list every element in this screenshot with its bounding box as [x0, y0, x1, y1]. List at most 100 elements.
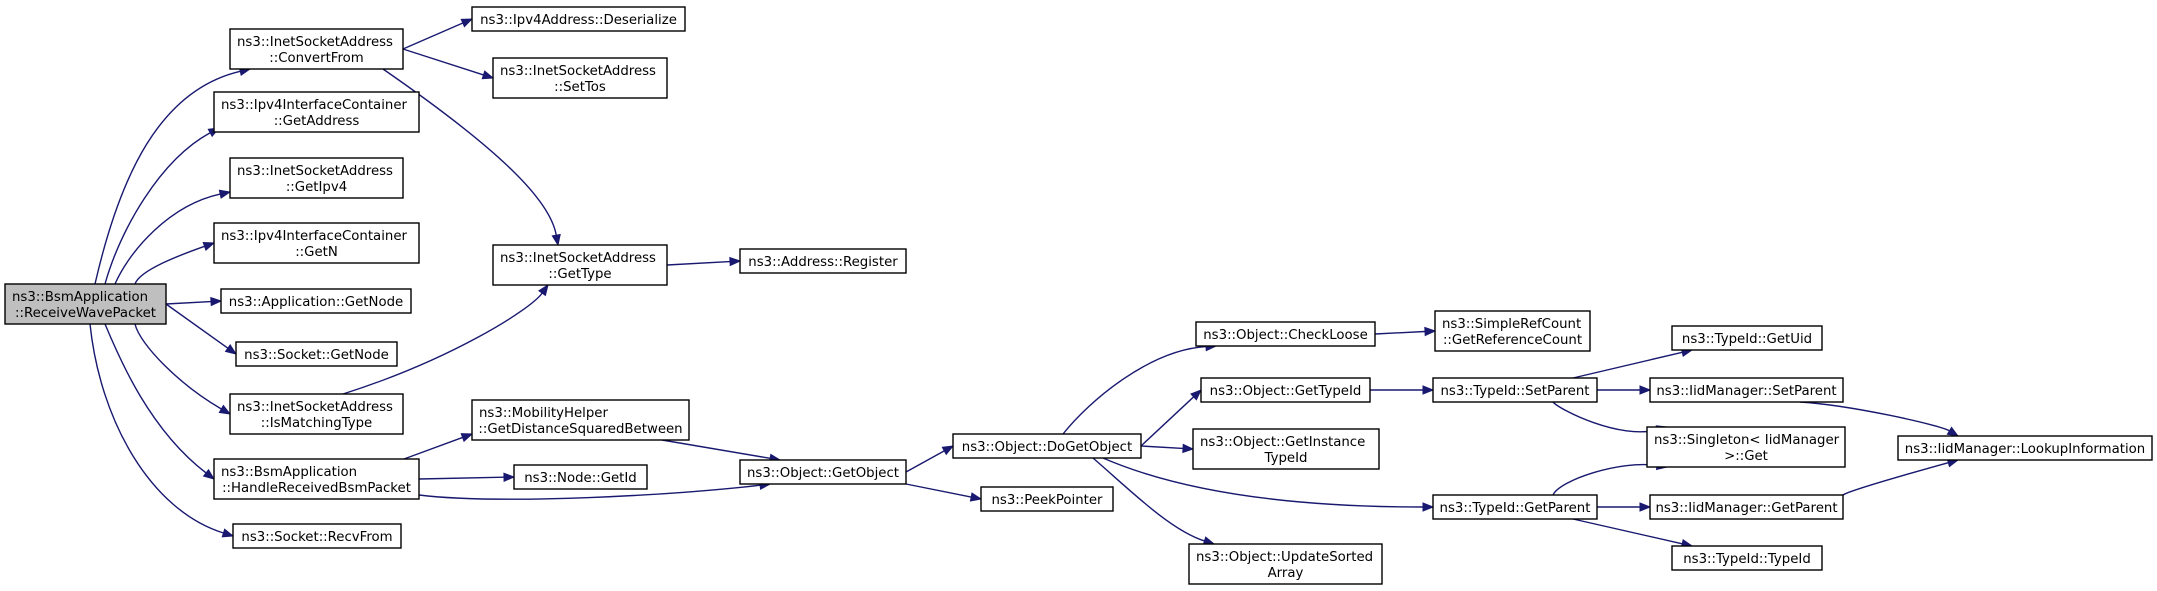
node-label: ns3::TypeId::TypeId: [1683, 552, 1811, 567]
edge-line: [89, 323, 224, 534]
edge-line: [1140, 396, 1195, 447]
node-box: [1671, 325, 1823, 351]
edge-iid_setparent-to-lookupinfo: [1799, 401, 1960, 437]
node-ipv4cont-getaddress[interactable]: ns3::Ipv4InterfaceContainer::GetAddress: [213, 91, 420, 133]
node-box: [213, 91, 420, 133]
node-node-getid[interactable]: ns3::Node::GetId: [513, 464, 648, 490]
edge-line: [1799, 401, 1950, 432]
edge-arrowhead: [210, 296, 223, 307]
node-label: ns3::MobilityHelper: [479, 406, 608, 421]
node-getparent[interactable]: ns3::TypeId::GetParent: [1432, 494, 1598, 520]
node-label: ns3::Socket::GetNode: [244, 348, 389, 363]
edge-getobject-to-peekpointer: [905, 483, 983, 502]
edge-line: [165, 300, 212, 305]
node-label: ::ConvertFrom: [269, 51, 363, 66]
edge-root-to-ipv4cont_getaddress: [104, 127, 221, 285]
edge-line: [418, 484, 761, 500]
node-label: ::IsMatchingType: [261, 416, 372, 431]
node-box: [1432, 377, 1598, 403]
node-checkloose[interactable]: ns3::Object::CheckLoose: [1195, 321, 1376, 347]
edge-arrowhead: [460, 18, 474, 28]
edge-root-to-handlebsm: [104, 323, 216, 480]
node-box: [229, 157, 404, 199]
node-mobility[interactable]: ns3::MobilityHelper::GetDistanceSquaredB…: [471, 399, 690, 441]
edge-line: [1842, 462, 1949, 496]
node-gettype[interactable]: ns3::InetSocketAddress::GetType: [492, 244, 668, 286]
node-peekpointer[interactable]: ns3::PeekPointer: [980, 486, 1114, 512]
edge-line: [1572, 518, 1683, 545]
node-iid-setparent[interactable]: ns3::IidManager::SetParent: [1649, 377, 1844, 403]
node-setparent[interactable]: ns3::TypeId::SetParent: [1432, 377, 1598, 403]
node-recvfrom[interactable]: ns3::Socket::RecvFrom: [232, 523, 402, 549]
node-label: ::GetIpv4: [286, 180, 347, 195]
node-label: ::HandleReceivedBsmPacket: [222, 481, 411, 496]
node-obj-gettypeid[interactable]: ns3::Object::GetTypeId: [1200, 377, 1371, 403]
node-label: ns3::BsmApplication: [221, 465, 357, 480]
node-deserialize[interactable]: ns3::Ipv4Address::Deserialize: [471, 6, 686, 32]
edge-convertfrom-to-gettype: [382, 68, 561, 247]
edge-line: [165, 303, 229, 349]
node-singleton-get[interactable]: ns3::Singleton< IidManager >::Get: [1646, 426, 1846, 468]
edge-getparent-to-typeid_typeid: [1572, 518, 1694, 549]
node-inet-getipv4[interactable]: ns3::InetSocketAddress::GetIpv4: [229, 157, 404, 199]
node-app-getnode[interactable]: ns3::Application::GetNode: [220, 288, 412, 314]
edge-dogetobject-to-obj_gettypeid: [1140, 389, 1202, 447]
node-box: [1195, 321, 1376, 347]
node-box: [213, 458, 420, 500]
node-label: ns3::TypeId::GetParent: [1440, 501, 1591, 516]
edge-arrowhead: [1639, 502, 1652, 512]
node-handlebsm[interactable]: ns3::BsmApplication::HandleReceivedBsmPa…: [213, 458, 420, 500]
edge-arrowhead: [218, 404, 232, 415]
edge-line: [402, 22, 464, 50]
edge-line: [104, 323, 207, 474]
edge-arrowhead: [221, 528, 235, 538]
node-register[interactable]: ns3::Address::Register: [739, 248, 907, 274]
edge-line: [104, 132, 211, 285]
edge-line: [94, 70, 241, 285]
node-box: [1434, 310, 1591, 352]
edge-setparent-to-iid_setparent: [1597, 385, 1652, 395]
edge-root-to-recvfrom: [89, 323, 235, 538]
node-typeid-typeid[interactable]: ns3::TypeId::TypeId: [1671, 545, 1823, 571]
node-convertfrom[interactable]: ns3::InetSocketAddress::ConvertFrom: [229, 28, 404, 70]
node-box: [492, 244, 668, 286]
node-label: Array: [1268, 566, 1304, 581]
node-getrefcount[interactable]: ns3::SimpleRefCount::GetReferenceCount: [1434, 310, 1591, 352]
node-socket-getnode[interactable]: ns3::Socket::GetNode: [235, 341, 398, 367]
node-ipv4cont-getn[interactable]: ns3::Ipv4InterfaceContainer::GetN: [213, 222, 420, 264]
node-getuid[interactable]: ns3::TypeId::GetUid: [1671, 325, 1823, 351]
node-label: ::SetTos: [554, 80, 606, 95]
node-label: ns3::Ipv4InterfaceContainer: [221, 98, 408, 113]
node-label: TypeId: [1264, 451, 1308, 466]
edge-line: [1102, 457, 1424, 508]
node-ismatchingtype[interactable]: ns3::InetSocketAddress::IsMatchingType: [229, 393, 404, 435]
node-settos[interactable]: ns3::InetSocketAddress::SetTos: [492, 57, 668, 99]
node-box: [739, 248, 907, 274]
node-label: ns3::Ipv4InterfaceContainer: [221, 229, 408, 244]
node-label: ::GetN: [295, 245, 338, 260]
node-box: [471, 399, 690, 441]
node-lookupinfo[interactable]: ns3::IidManager::LookupInformation: [1897, 435, 2153, 461]
edge-getobject-to-dogetobject: [905, 445, 955, 473]
edge-gettype-to-register: [666, 256, 742, 267]
edge-line: [403, 436, 463, 460]
node-dogetobject[interactable]: ns3::Object::DoGetObject: [952, 433, 1142, 459]
node-box: [4, 283, 167, 325]
node-box: [739, 459, 907, 485]
edge-checkloose-to-getrefcount: [1374, 326, 1437, 337]
call-graph-nodes: ns3::BsmApplication::ReceiveWavePacketns…: [4, 6, 2153, 585]
node-box: [1649, 494, 1844, 520]
node-label: ns3::IidManager::SetParent: [1656, 384, 1836, 399]
node-label: ns3::PeekPointer: [991, 493, 1103, 508]
edge-handlebsm-to-mobility: [403, 433, 474, 460]
edge-line: [114, 193, 221, 285]
node-root[interactable]: ns3::BsmApplication::ReceiveWavePacket: [4, 283, 167, 325]
node-box: [1649, 377, 1844, 403]
node-iid-getparent[interactable]: ns3::IidManager::GetParent: [1649, 494, 1844, 520]
node-getobject[interactable]: ns3::Object::GetObject: [739, 459, 907, 485]
edge-arrowhead: [202, 468, 216, 480]
edge-line: [134, 245, 205, 285]
node-box: [471, 6, 686, 32]
